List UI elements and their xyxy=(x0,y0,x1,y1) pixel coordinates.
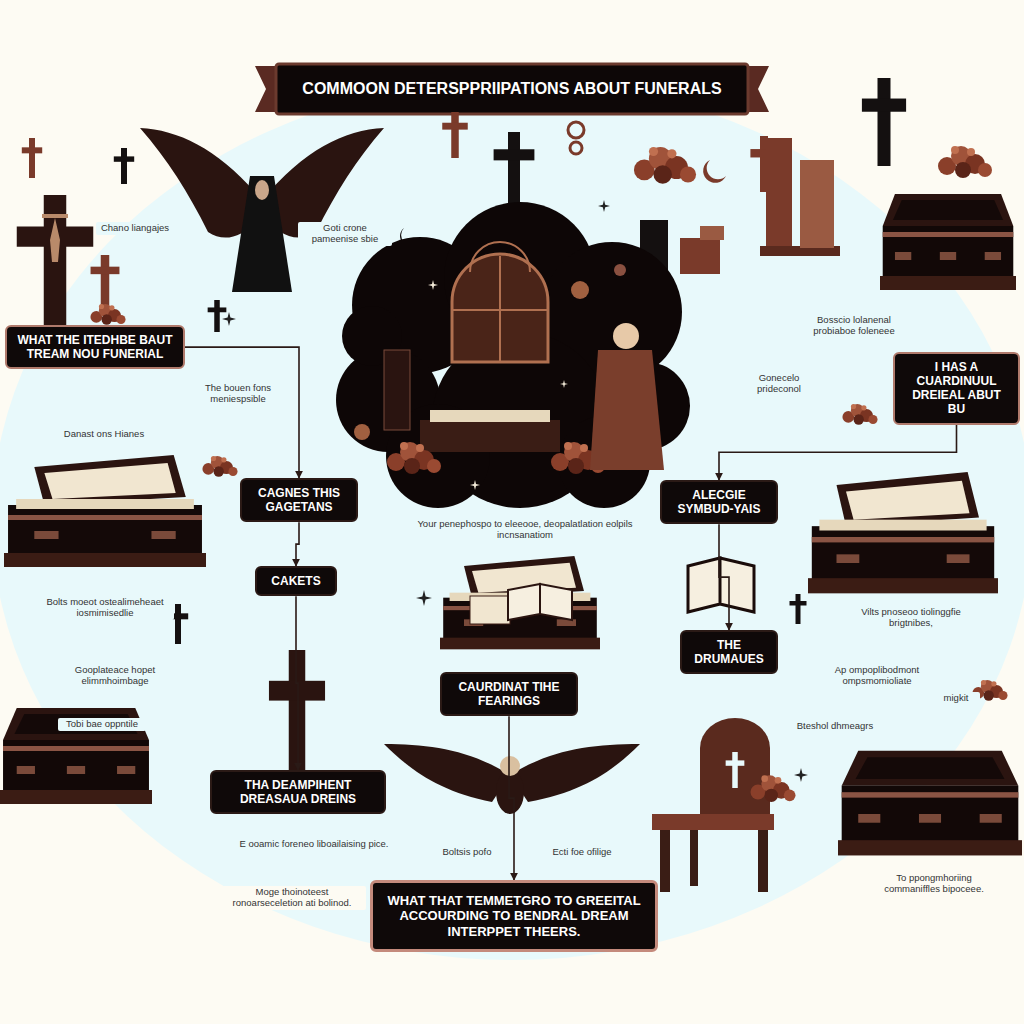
box-text: THA DEAMPIHENT DREASAUA DREINS xyxy=(220,778,376,806)
connector-arrow xyxy=(509,716,514,880)
box-text: CAURDINAT TIHE FEARINGS xyxy=(450,680,568,708)
box-text: THE DRUMAUES xyxy=(690,638,768,666)
box-text: WHAT THAT TEMMETGRO TO GREEITAL ACCOURDI… xyxy=(385,893,643,939)
note-label: Bteshol dhmeagrs xyxy=(790,720,880,733)
note-label: Ecti foe ofilige xyxy=(542,846,622,859)
note-label: Goti crone pameenise sbie xyxy=(298,222,392,246)
box-text: WHAT THE ITEDHBE BAUT TREAM NOU FUNERIAL xyxy=(15,333,175,361)
note-label: Bolts moeot ostealimeheaet iosmimisedlie xyxy=(36,596,174,620)
topic-box: WHAT THE ITEDHBE BAUT TREAM NOU FUNERIAL xyxy=(5,325,185,369)
note-label: The bouen fons meniespsible xyxy=(188,382,288,406)
note-label: Gonecelo prideconol xyxy=(736,372,822,396)
topic-box: I HAS A CUARDINUUL DREIEAL ABUT BU xyxy=(893,352,1020,425)
note-label: E ooamic foreneo liboailaising pice. xyxy=(234,838,394,851)
box-text: CAKETS xyxy=(265,574,327,588)
box-text: I HAS A CUARDINUUL DREIEAL ABUT BU xyxy=(903,360,1010,417)
topic-box: THA DEAMPIHENT DREASAUA DREINS xyxy=(210,770,386,814)
note-label: Moge thoinoteest ronoarseceletion ati bo… xyxy=(218,886,366,910)
connector-arrow xyxy=(719,524,729,630)
note-label: migkit xyxy=(932,692,980,705)
topic-box: THE DRUMAUES xyxy=(680,630,778,674)
title: COMMOON DETERSPPRIIPATIONS ABOUT FUNERAL… xyxy=(280,70,744,108)
topic-box: CAGNES THIS GAGETANS xyxy=(240,478,358,522)
topic-box: CAURDINAT TIHE FEARINGS xyxy=(440,672,578,716)
note-label: Bosscio lolanenal probiaboe foleneee xyxy=(798,314,910,338)
connector-arrow xyxy=(185,347,299,478)
connector-arrow xyxy=(719,425,957,480)
note-label: Boltsis pofo xyxy=(432,846,502,859)
note-label: Ap ompoplibodmont ompsmomioliate xyxy=(800,664,954,688)
note-label: Chano liangajes xyxy=(96,222,174,235)
connector-arrow xyxy=(296,522,299,566)
topic-box: ALECGIE SYMBUD-YAIS xyxy=(660,480,778,524)
note-label: Tobi bae oppntile xyxy=(58,718,146,731)
topic-box: WHAT THAT TEMMETGRO TO GREEITAL ACCOURDI… xyxy=(370,880,658,952)
note-label: To ppongmhoriing commaniffles bipoceee. xyxy=(868,872,1000,896)
box-text: ALECGIE SYMBUD-YAIS xyxy=(670,488,768,516)
note-label: Gooplateace hopet elimmhoimbage xyxy=(56,664,174,688)
topic-box: CAKETS xyxy=(255,566,337,596)
note-label: Your penephospo to eleeooe, deopalatlati… xyxy=(392,518,658,542)
box-text: CAGNES THIS GAGETANS xyxy=(250,486,348,514)
connector-arrow xyxy=(296,596,298,770)
note-label: Vilts pnoseoo tiolinggfie brigtnibes, xyxy=(846,606,976,630)
note-label: Danast ons Hianes xyxy=(60,428,148,441)
